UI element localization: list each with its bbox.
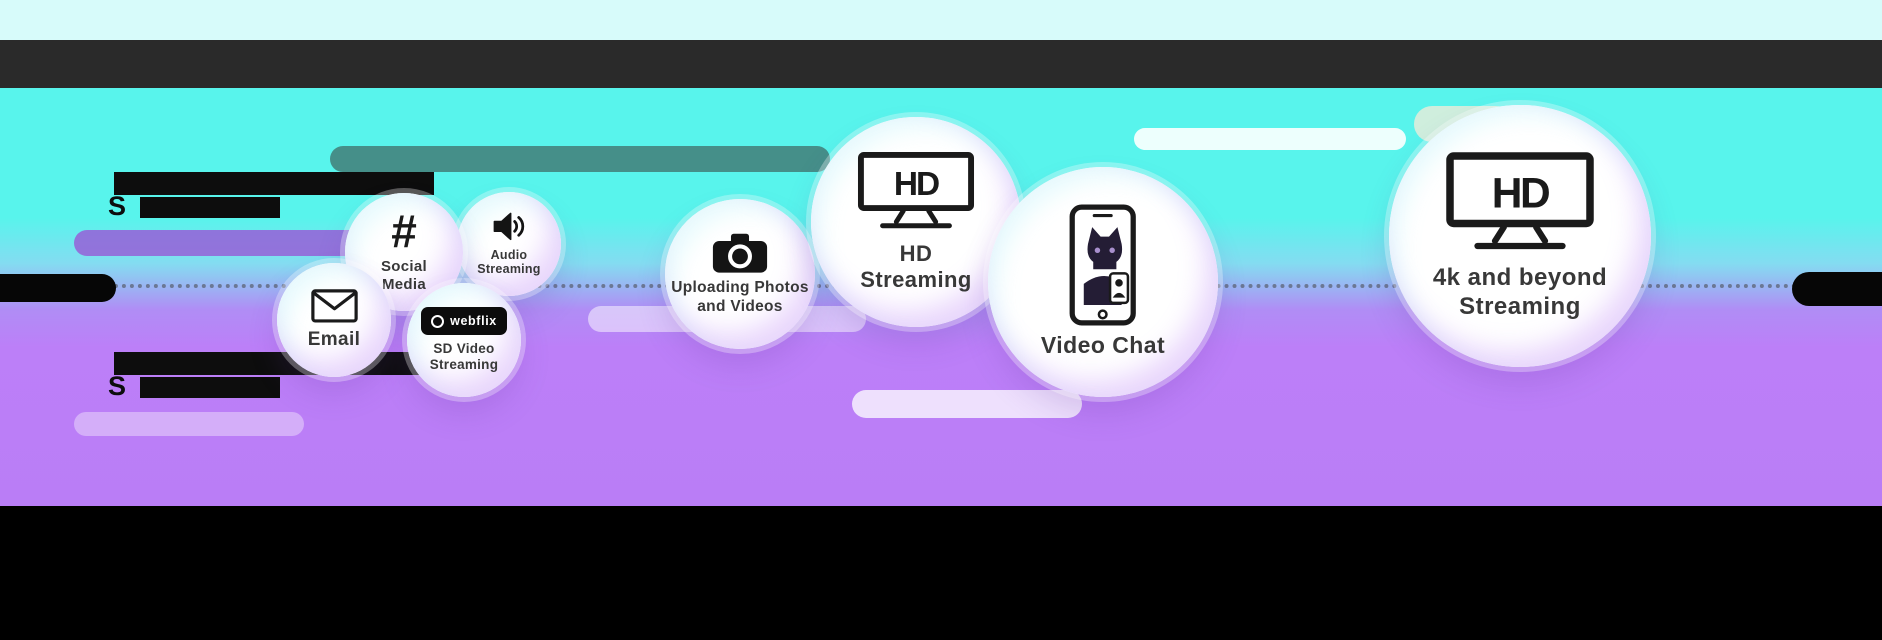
bubble-sd-label-line1: SD Video (433, 341, 495, 357)
bubble-4k-label-line2: Streaming (1459, 292, 1581, 320)
bubble-social-label-line2: Media (381, 275, 426, 293)
bubble-hd-streaming: HD HD Streaming (811, 117, 1021, 327)
bubble-email: Email (277, 263, 391, 377)
smartphone-video-chat-icon (1069, 204, 1137, 326)
envelope-icon (310, 289, 358, 323)
bubble-hd-label-line1: HD (899, 241, 933, 267)
axis-left-cap (0, 274, 116, 302)
bubble-audio-streaming: Audio Streaming (457, 192, 561, 296)
cat-face (1087, 227, 1123, 270)
bubble-sd-video-streaming: webflix SD Video Streaming (407, 283, 521, 397)
axis-right-cap (1792, 272, 1882, 306)
top-dark-band (0, 40, 1882, 88)
camera-icon (712, 233, 768, 273)
bubble-4k-streaming: HD 4k and beyond Streaming (1389, 105, 1651, 367)
redacted-lead-letter-1: S (108, 191, 127, 221)
contact-card (1109, 272, 1130, 305)
decor-pill-purple-left (74, 230, 364, 256)
redacted-subline-2 (140, 377, 280, 398)
bubble-upload-label: Uploading Photos and Videos (671, 279, 809, 316)
decor-pill-lavender-low (74, 412, 304, 436)
decor-pill-white-top (1134, 128, 1406, 150)
webflix-ring-icon (431, 314, 445, 328)
redacted-lead-letter-2: S (108, 371, 127, 401)
hd-tv-screen-text: HD (894, 166, 939, 203)
hashtag-icon: # (391, 204, 417, 257)
bubble-email-label-line1: Email (307, 328, 361, 350)
bubble-hd-label-line2: Streaming (860, 267, 972, 293)
4k-tv-screen-text: HD (1492, 170, 1549, 217)
bubble-audio-label: Audio Streaming (477, 248, 540, 278)
webflix-logo: webflix (421, 307, 507, 336)
bubble-sd-label: SD Video Streaming (430, 341, 498, 373)
4k-tv-icon: HD (1446, 152, 1594, 250)
bottom-black-band (0, 506, 1882, 640)
bubble-video-chat-label: Video Chat (1041, 332, 1165, 359)
bubble-audio-label-line2: Streaming (477, 262, 541, 277)
bubble-4k-label-line1: 4k and beyond (1432, 264, 1608, 292)
bubble-video-chat-label-line1: Video Chat (1040, 332, 1166, 359)
redacted-subline-1 (140, 197, 280, 218)
webflix-logo-text: webflix (450, 314, 497, 329)
redacted-heading-1 (114, 172, 434, 195)
top-light-band (0, 0, 1882, 40)
speaker-icon (493, 212, 525, 241)
decor-pill-white-low (852, 390, 1082, 418)
bubble-social-label-line1: Social (381, 258, 427, 275)
bubble-upload-label-line2: and Videos (697, 297, 783, 315)
bubble-audio-label-line1: Audio (490, 247, 528, 262)
redacted-heading-2 (114, 352, 434, 375)
bubble-sd-label-line2: Streaming (429, 357, 499, 372)
bubble-uploading-photos: Uploading Photos and Videos (665, 199, 815, 349)
hd-tv-icon: HD (857, 151, 975, 228)
bubble-4k-label: 4k and beyond Streaming (1433, 264, 1607, 321)
bubble-email-label: Email (308, 329, 361, 351)
decor-pill-teal (330, 146, 830, 172)
bubble-video-chat: Video Chat (988, 167, 1218, 397)
bubble-upload-label-line1: Uploading Photos (671, 279, 809, 297)
bubble-hd-label: HD Streaming (860, 241, 972, 293)
bubble-social-label: Social Media (381, 258, 427, 293)
